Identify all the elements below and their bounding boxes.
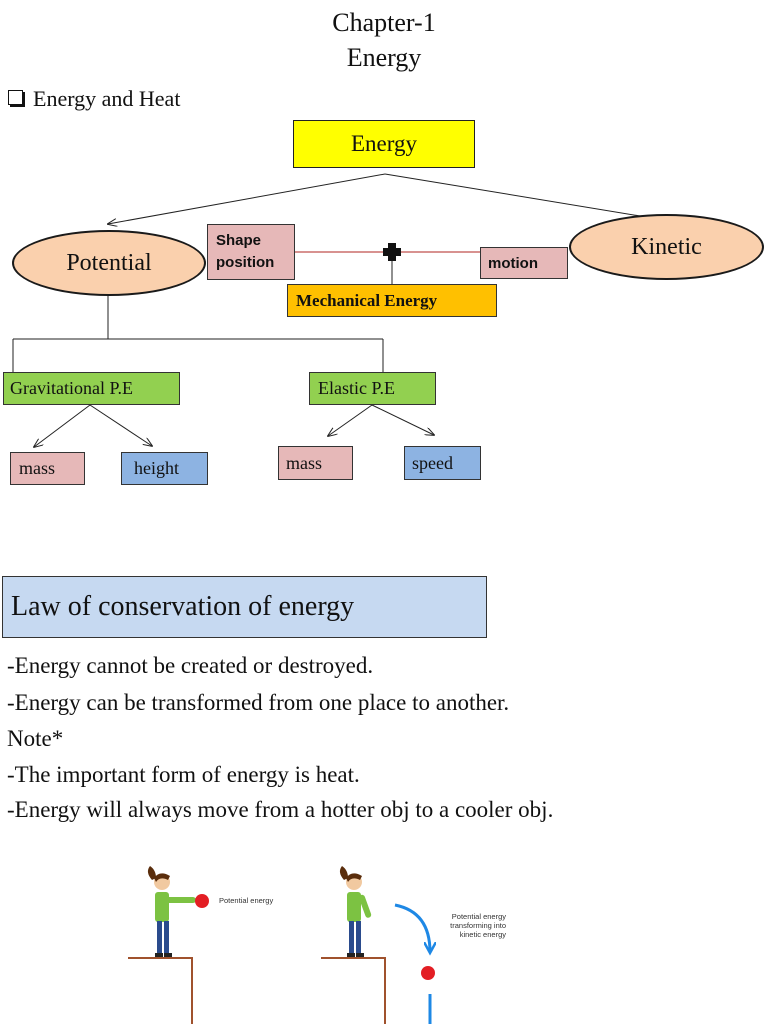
energy-box: Energy: [293, 120, 475, 168]
position-label: position: [216, 254, 275, 271]
mechanical-energy-label: Mechanical Energy: [296, 290, 438, 310]
grav-mass-label: mass: [19, 458, 55, 478]
law-line-3: -The important form of energy is heat.: [7, 762, 360, 787]
ball-falling: [421, 966, 435, 980]
potential-label: Potential: [66, 249, 152, 276]
potential-ellipse: Potential: [12, 230, 206, 296]
motion-label: motion: [488, 254, 538, 272]
bullet-heading: Energy and Heat: [8, 84, 180, 114]
bullet-heading-text: Energy and Heat: [33, 86, 181, 111]
ledge-right: [321, 957, 386, 1024]
elastic-pe-box: Elastic P.E: [309, 372, 436, 405]
gravitational-pe-label: Gravitational P.E: [10, 378, 133, 398]
topic-title: Energy: [346, 43, 422, 72]
checkbox-bullet-icon: [8, 90, 23, 105]
law-title-box: Law of conservation of energy: [2, 576, 487, 638]
line-energy-kinetic: [384, 173, 641, 217]
grav-height-box: height: [121, 452, 208, 485]
kinetic-label: Kinetic: [631, 233, 702, 260]
transform-caption-line-1: Potential energy: [451, 912, 506, 921]
transform-caption-line-2: transforming into: [450, 921, 506, 930]
shape-position-box: Shape position: [207, 224, 295, 280]
law-line-4: -Energy will always move from a hotter o…: [7, 797, 554, 822]
transform-caption-line-3: kinetic energy: [459, 930, 506, 939]
plus-cross-icon: [383, 243, 401, 261]
elastic-pe-label: Elastic P.E: [318, 378, 395, 398]
energy-label: Energy: [350, 131, 417, 156]
grav-height-label: height: [134, 458, 179, 478]
elastic-speed-label: speed: [412, 452, 453, 473]
elastic-mass-label: mass: [286, 452, 322, 473]
transform-caption: Potential energy transforming into kinet…: [442, 912, 506, 939]
law-title: Law of conservation of energy: [11, 591, 355, 622]
mechanical-energy-box: Mechanical Energy: [287, 284, 497, 317]
girl-holding-ball-figure: [147, 866, 196, 957]
arrow-energy-potential: [108, 173, 386, 224]
law-line-1: -Energy cannot be created or destroyed.: [7, 653, 374, 678]
potential-energy-caption: Potential energy: [219, 896, 274, 905]
ledge-left: [128, 957, 193, 1024]
law-line-2: -Energy can be transformed from one plac…: [7, 690, 510, 715]
girl-dropped-ball-figure: [339, 866, 372, 957]
illustration: [128, 866, 435, 1024]
note-label: Note*: [7, 726, 64, 751]
falling-curve-arrow: [394, 903, 430, 952]
motion-box: motion: [480, 247, 568, 279]
ball-held: [195, 894, 209, 908]
grav-mass-box: mass: [10, 452, 85, 485]
kinetic-ellipse: Kinetic: [569, 214, 764, 280]
elastic-mass-box: mass: [278, 446, 353, 480]
shape-label: Shape: [216, 232, 262, 249]
chapter-title: Chapter-1: [332, 8, 436, 37]
gravitational-pe-box: Gravitational P.E: [3, 372, 180, 405]
elastic-speed-box: speed: [404, 446, 481, 480]
